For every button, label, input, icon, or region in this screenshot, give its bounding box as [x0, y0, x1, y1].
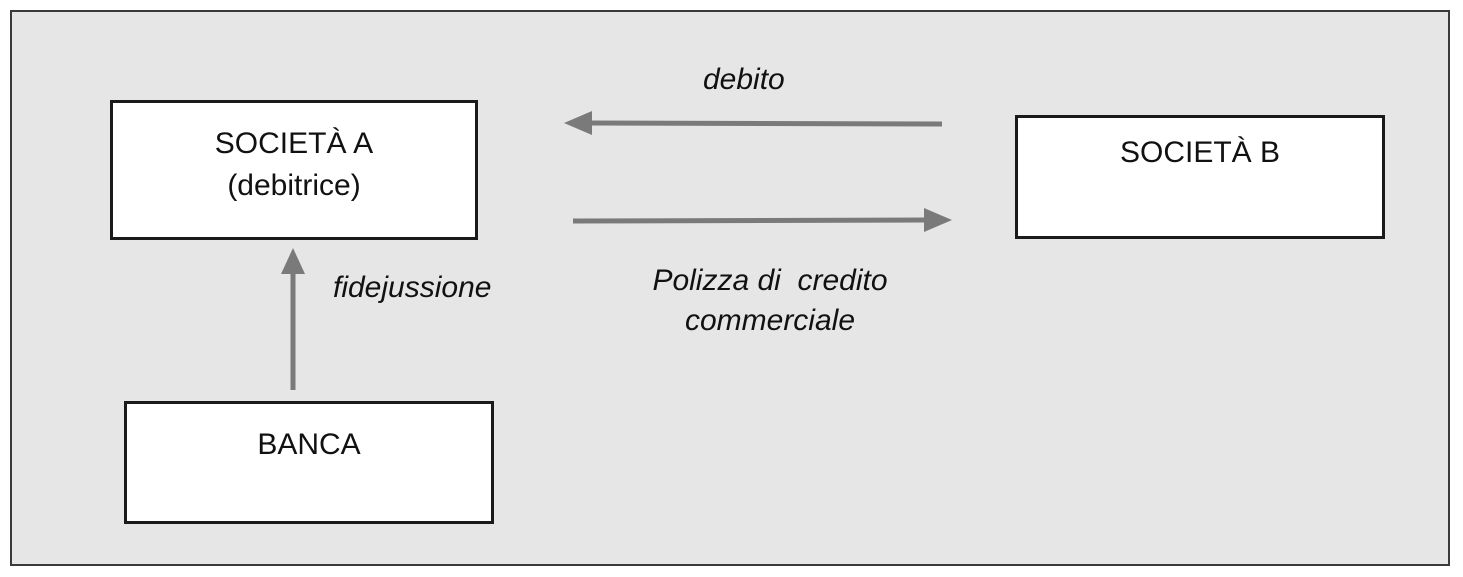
- arrow-fidejussione: [281, 248, 305, 390]
- edge-label-polizza-line1: Polizza di credito: [652, 264, 888, 297]
- node-banca-title: BANCA: [257, 428, 361, 461]
- node-societa-a-title: SOCIETÀ A: [214, 127, 374, 160]
- arrow-debito: [564, 111, 943, 135]
- node-societa-b-title: SOCIETÀ B: [1119, 136, 1281, 169]
- edge-label-debito: debito: [703, 63, 785, 96]
- edge-label-polizza: Polizza di credito commerciale: [600, 261, 940, 341]
- edge-label-fidejussione: fidejussione: [333, 271, 492, 304]
- arrow-polizza: [572, 208, 952, 232]
- node-societa-b: SOCIETÀ B: [1015, 115, 1385, 239]
- node-societa-a: SOCIETÀ A (debitrice): [110, 100, 478, 240]
- node-societa-a-subtitle: (debitrice): [227, 169, 361, 202]
- edge-label-polizza-line2: commerciale: [684, 304, 856, 337]
- node-banca: BANCA: [124, 401, 494, 524]
